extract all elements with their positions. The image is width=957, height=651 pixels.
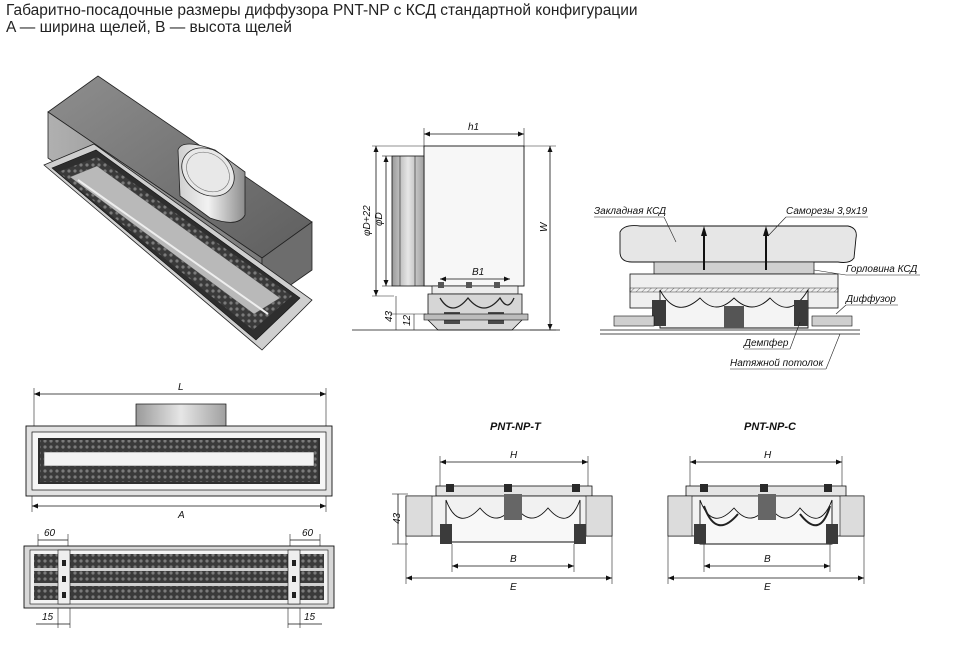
dim-phid22: φD+22 <box>362 205 373 236</box>
dim-43: 43 <box>384 310 395 322</box>
dim-h1: h1 <box>468 122 479 133</box>
section-c-h: H <box>764 450 772 461</box>
dim-12: 12 <box>402 314 413 326</box>
side-clamps <box>438 282 500 288</box>
dim-b1: B1 <box>472 267 484 278</box>
section-t-name: PNT-NP-T <box>490 421 542 433</box>
section-c-b: B <box>764 554 771 565</box>
title-line-1: Габаритно-посадочные размеры диффузора P… <box>6 2 638 19</box>
section-pnt-np-t: PNT-NP-T H 43 B E <box>392 421 613 593</box>
callout-diffuzor: Диффузор <box>845 293 896 305</box>
callout-gorlovina: Горловина КСД <box>846 264 917 275</box>
dim-60-left: 60 <box>44 528 56 539</box>
section-t-h: H <box>510 450 518 461</box>
callout-potolok: Натяжной потолок <box>730 358 824 369</box>
isometric-view <box>43 75 313 351</box>
dim-w: W <box>539 221 550 232</box>
callout-dempfer: Демпфер <box>743 337 789 349</box>
section-t-b: B <box>510 554 517 565</box>
dim-60-right: 60 <box>302 528 314 539</box>
callout-zakladnaya: Закладная КСД <box>594 206 666 217</box>
front-view: L A <box>25 382 333 521</box>
title-line-2: A — ширина щелей, B — высота щелей <box>6 19 292 36</box>
callout-samorezy: Саморезы 3,9х19 <box>786 206 868 217</box>
installation-section: Закладная КСД Саморезы 3,9х19 Горловина … <box>594 206 920 370</box>
side-view: h1 B1 W <box>352 122 560 331</box>
screw-left <box>701 226 707 270</box>
section-c-name: PNT-NP-C <box>744 421 797 433</box>
dim-15-left: 15 <box>42 612 54 623</box>
bottom-view: 60 60 15 15 <box>23 528 335 628</box>
screw-right <box>763 226 769 270</box>
dim-l: L <box>178 382 184 393</box>
dim-phid: φD <box>374 212 385 226</box>
dim-15-right: 15 <box>304 612 316 623</box>
section-pnt-np-c: PNT-NP-C H B E <box>667 421 865 593</box>
dim-a: A <box>177 510 185 521</box>
section-t-e: E <box>510 582 517 593</box>
section-t-43: 43 <box>392 512 403 524</box>
section-c-e: E <box>764 582 771 593</box>
page-title: Габаритно-посадочные размеры диффузора P… <box>6 2 638 36</box>
